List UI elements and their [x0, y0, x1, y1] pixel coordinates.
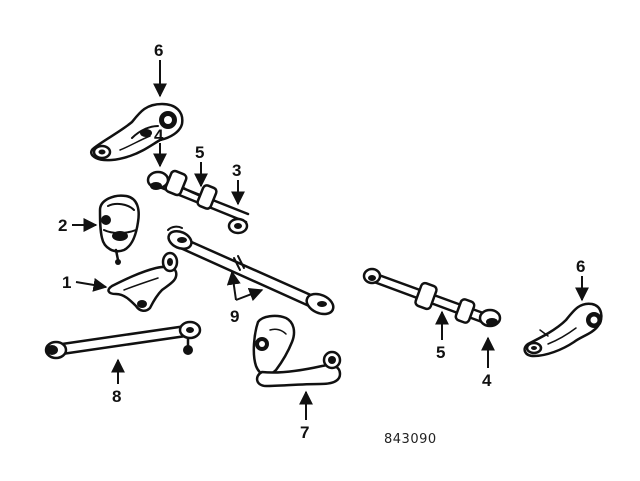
callout-4-lower: 4 — [482, 371, 492, 390]
tie-rod-assembly-upper — [146, 169, 250, 235]
leader-lines — [72, 60, 589, 420]
callout-6-lower: 6 — [576, 257, 585, 276]
callout-9: 9 — [230, 307, 239, 326]
callout-5-upper: 5 — [195, 143, 204, 162]
tie-rod-lower-left — [44, 320, 202, 360]
steering-knuckle-arm-lower — [523, 302, 603, 358]
pitman-arm — [252, 314, 342, 388]
center-link — [167, 225, 335, 316]
callout-4-upper: 4 — [154, 126, 164, 145]
tie-rod-assembly-lower-right — [362, 267, 502, 328]
callout-6-upper: 6 — [154, 41, 163, 60]
idler-arm-bracket — [98, 194, 140, 265]
callout-3: 3 — [232, 161, 241, 180]
steering-knuckle-arm-upper — [90, 102, 184, 162]
part-number: 843090 — [384, 432, 437, 447]
callout-8: 8 — [112, 387, 121, 406]
idler-arm — [107, 251, 179, 312]
callout-2: 2 — [58, 216, 67, 235]
callout-7: 7 — [300, 423, 309, 442]
callout-5-lower: 5 — [436, 343, 445, 362]
callout-1: 1 — [62, 273, 71, 292]
